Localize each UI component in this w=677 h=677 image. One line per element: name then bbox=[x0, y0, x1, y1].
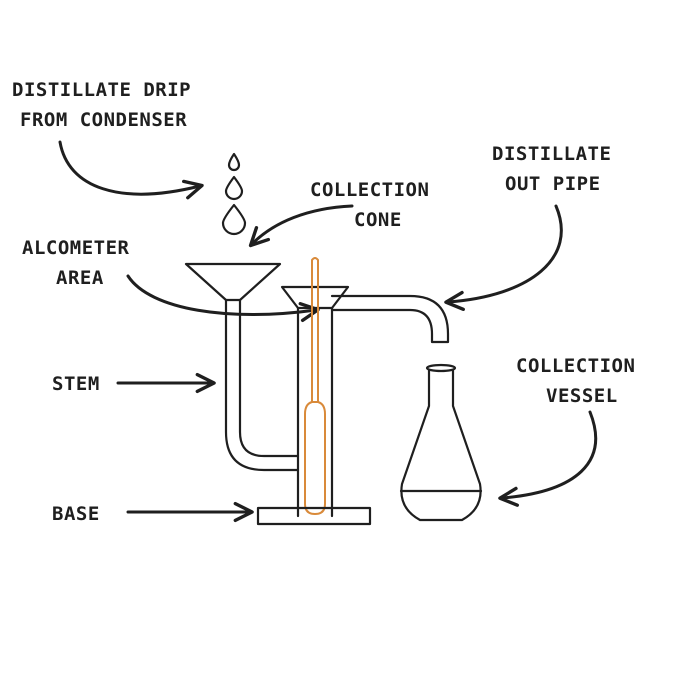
distillate-droplets bbox=[221, 152, 247, 236]
droplet-medium bbox=[224, 175, 244, 201]
collection-vessel bbox=[399, 363, 483, 522]
arrow-collection-vessel bbox=[498, 410, 598, 507]
cone-funnel bbox=[184, 262, 282, 302]
stem-tube bbox=[224, 298, 300, 472]
label-distillate-out-pipe: DISTILLATE OUT PIPE bbox=[492, 143, 611, 195]
stem-outer bbox=[224, 298, 300, 472]
label-alcometer-area-line2: AREA bbox=[56, 267, 104, 289]
droplet-small bbox=[227, 152, 241, 172]
alcometer-stem bbox=[311, 257, 319, 403]
droplet-large bbox=[221, 203, 247, 236]
stem-inner bbox=[238, 298, 300, 458]
upper-cone bbox=[280, 285, 350, 310]
label-collection-vessel-line2: VESSEL bbox=[546, 385, 618, 407]
collection-cone bbox=[184, 262, 282, 302]
arrow-alcometer-area bbox=[126, 274, 320, 323]
base-plate bbox=[256, 506, 372, 526]
label-distillate-drip: DISTILLATE DRIP FROM CONDENSER bbox=[12, 79, 191, 131]
label-alcometer-area-line1: ALCOMETER bbox=[22, 237, 130, 259]
out-pipe bbox=[330, 294, 450, 344]
arrow-collection-cone bbox=[248, 204, 354, 248]
label-collection-cone: COLLECTION CONE bbox=[310, 179, 429, 231]
label-base: BASE bbox=[52, 503, 100, 525]
flask-body bbox=[400, 368, 482, 522]
label-collection-cone-line1: COLLECTION bbox=[310, 179, 429, 201]
label-collection-vessel-line1: COLLECTION bbox=[516, 355, 635, 377]
alcometer bbox=[304, 257, 326, 515]
label-distillate-drip-line2: FROM CONDENSER bbox=[20, 109, 187, 131]
label-alcometer-area: ALCOMETER AREA bbox=[22, 237, 130, 289]
arrow-distillate-drip bbox=[58, 140, 204, 200]
label-distillate-out-pipe-line1: DISTILLATE bbox=[492, 143, 611, 165]
label-collection-cone-line2: CONE bbox=[354, 209, 402, 231]
parrot-body bbox=[280, 285, 450, 518]
alcometer-bulb bbox=[304, 401, 326, 515]
label-collection-vessel: COLLECTION VESSEL bbox=[516, 355, 635, 407]
label-distillate-out-pipe-line2: OUT PIPE bbox=[505, 173, 601, 195]
arrow-distillate-out-pipe bbox=[444, 204, 563, 311]
label-stem: STEM bbox=[52, 373, 100, 395]
flask-rim bbox=[425, 363, 457, 373]
label-distillate-drip-line1: DISTILLATE DRIP bbox=[12, 79, 191, 101]
